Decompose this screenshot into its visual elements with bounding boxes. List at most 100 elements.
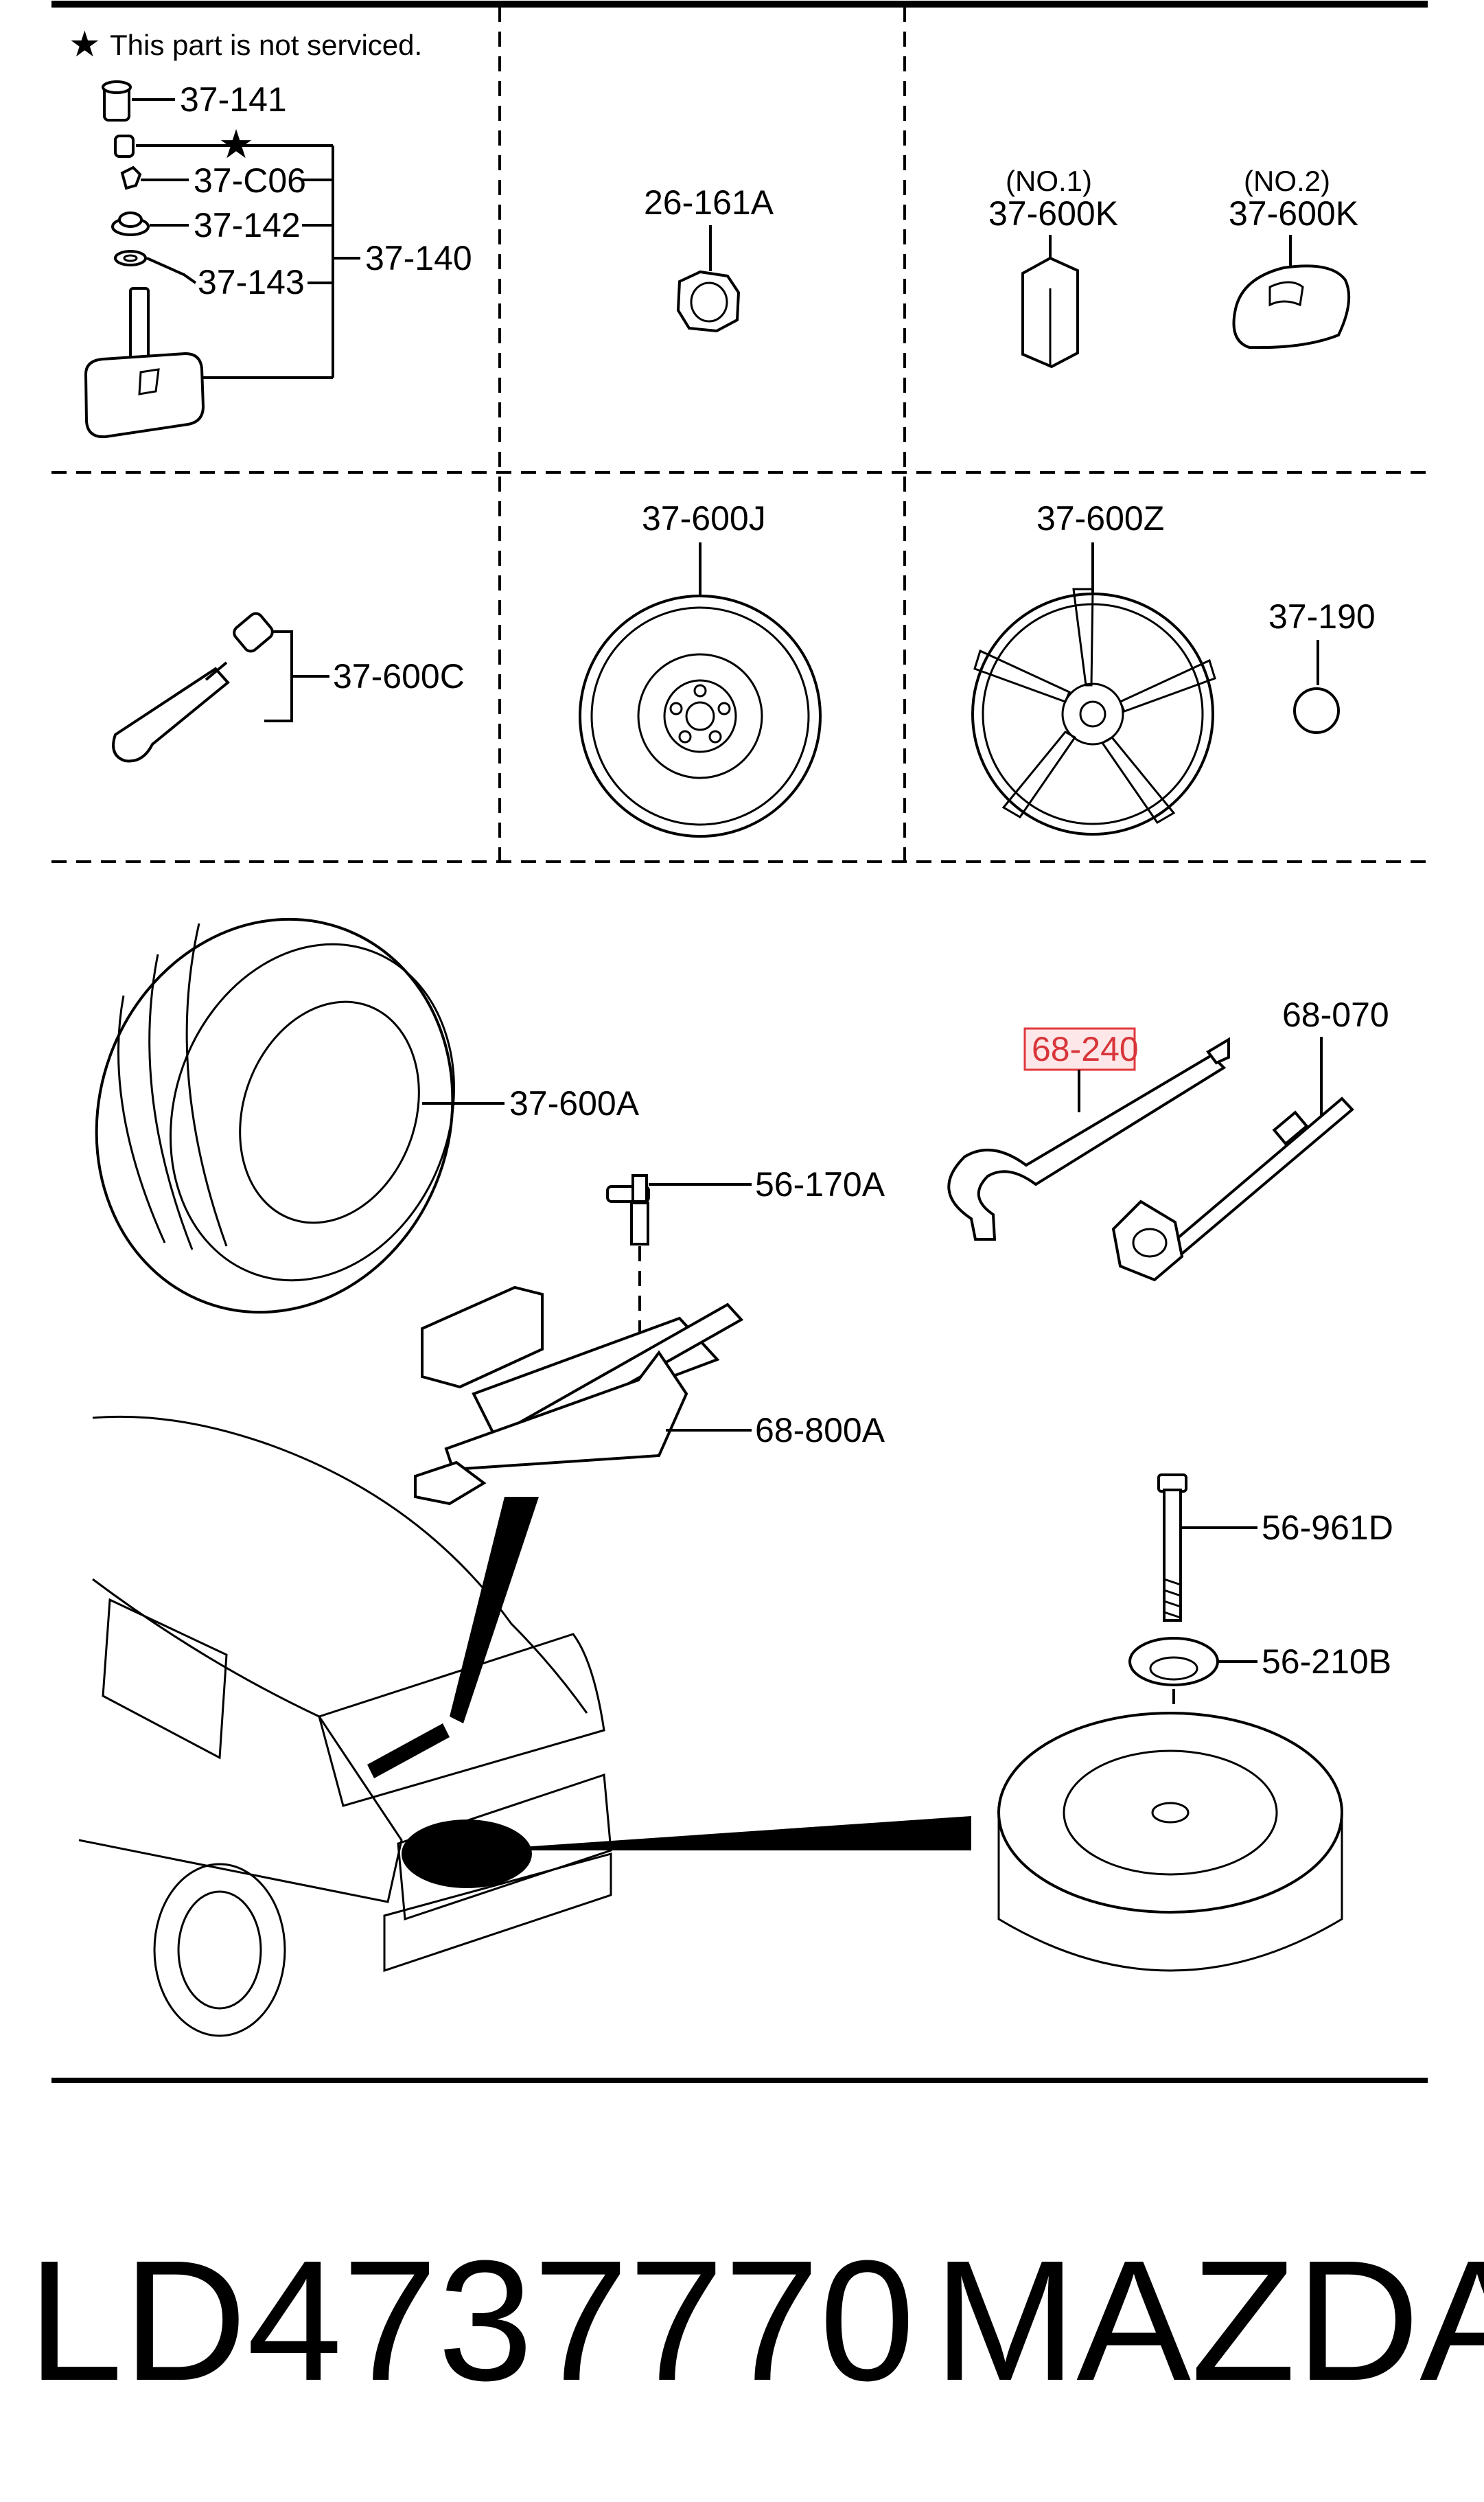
jack-handle-part	[947, 1053, 1227, 1241]
lug-hole-3	[708, 730, 722, 744]
vehicle-rear-wheel-inner	[177, 1890, 262, 2010]
label-37-c06: 37-C06	[194, 161, 306, 200]
valve-cap-top	[102, 80, 132, 94]
vehicle-outline	[78, 1415, 971, 2037]
tire-group: 37-600A	[95, 917, 640, 1314]
jack-bolt-group: 56-170A	[606, 1165, 885, 1449]
lug-hole-4	[678, 730, 692, 744]
label-56-210b: 56-210B	[1262, 1642, 1391, 1681]
alloy-wheel-cell: 37-600Z 37-190	[971, 499, 1376, 836]
spoke-1	[1072, 588, 1094, 687]
tire-tread-1	[117, 995, 166, 1243]
tire-part	[95, 917, 454, 1314]
tpms-sensor-stem	[129, 287, 150, 362]
vehicle-rear-wheel	[153, 1863, 286, 2037]
tire-valve-part	[112, 667, 230, 763]
label-56-170a: 56-170A	[755, 1165, 885, 1204]
part-number-text: LD4737770	[27, 2225, 915, 2416]
spoke-2	[1119, 658, 1216, 713]
spare-well-icon	[402, 1820, 532, 1888]
label-37-600z: 37-600Z	[1036, 499, 1164, 538]
jack-top-saddle	[421, 1285, 544, 1389]
leader-37-143	[146, 257, 197, 284]
star-icon: ★	[69, 25, 101, 65]
jack-location-pointer	[450, 1497, 539, 1723]
label-68-240: 68-240	[1032, 1030, 1139, 1068]
lug-hole-2	[717, 702, 731, 715]
tire-valve-stem	[205, 661, 228, 681]
compressor-part	[1232, 264, 1351, 349]
thread-1	[1163, 1578, 1181, 1586]
tpms-sensor-group: ★ This part is not serviced. 37-141 ★ 37…	[69, 25, 472, 439]
hold-down-bolt-group: 56-961D	[1157, 1473, 1393, 1622]
label-37-143: 37-143	[198, 263, 305, 301]
vehicle-bumper	[383, 1852, 612, 1973]
steel-wheel-part	[579, 595, 822, 838]
spare-tire-top	[997, 1712, 1343, 1914]
label-68-240-highlight	[1023, 1027, 1136, 1071]
label-37-140: 37-140	[365, 239, 472, 277]
steel-wheel-inner	[637, 653, 763, 779]
valve-nut-top	[118, 211, 143, 228]
label-68-800a: 68-800A	[755, 1411, 885, 1449]
spoke-3	[1100, 736, 1176, 824]
spoke-4	[1001, 731, 1077, 818]
not-serviced-note: This part is not serviced.	[110, 29, 422, 61]
spare-tire-inner	[1063, 1749, 1278, 1876]
thread-2	[1163, 1589, 1181, 1597]
lug-wrench-socket-hole	[1132, 1228, 1168, 1258]
hold-down-washer-part	[1128, 1637, 1219, 1686]
label-37-600k-1: 37-600K	[988, 194, 1118, 233]
alloy-wheel-spokes	[973, 588, 1216, 824]
lug-wrench-socket	[1111, 1200, 1184, 1282]
center-cap-part	[1293, 687, 1340, 734]
label-37-600j: 37-600J	[642, 499, 766, 538]
valve-washer-part	[114, 250, 147, 266]
lug-hole-5	[669, 702, 683, 715]
label-56-961d: 56-961D	[1262, 1508, 1393, 1547]
steel-wheel-center	[685, 701, 715, 731]
wheel-nut-face	[690, 282, 728, 323]
spare-location-pointer	[522, 1816, 971, 1850]
thread-4	[1163, 1611, 1181, 1619]
label-26-161a: 26-161A	[644, 183, 774, 222]
vehicle-side-window	[102, 1598, 228, 1760]
bracket-37-600c	[264, 630, 293, 722]
wheel-nut-part	[676, 270, 741, 333]
tire-rim-opening	[239, 1000, 420, 1224]
footer: LD4737770 MAZDA	[27, 2225, 1484, 2417]
valve-cap-600c	[233, 612, 274, 653]
vehicle-side	[78, 1578, 403, 1903]
hold-down-bolt-part	[1163, 1489, 1182, 1622]
lug-wrench-group: 68-070	[1111, 996, 1389, 1282]
tpms-sensor-body	[84, 352, 205, 439]
label-37-600k-2: 37-600K	[1229, 194, 1358, 233]
jack-stowed-icon	[367, 1723, 450, 1778]
spare-tire-side	[997, 1813, 1343, 1972]
jack-bolt-thread	[630, 1202, 649, 1246]
alloy-wheel-hub	[1061, 682, 1124, 746]
label-37-141: 37-141	[180, 80, 287, 119]
valve-insert-part	[120, 165, 142, 190]
label-37-600c: 37-600C	[333, 657, 465, 696]
jack-handle-group: 68-240	[947, 1027, 1230, 1241]
label-no1: (NO.1)	[1006, 165, 1092, 197]
vehicle-roof	[92, 1415, 588, 1714]
label-37-600a: 37-600A	[509, 1084, 640, 1123]
lug-wrench-part	[1162, 1097, 1354, 1263]
tpms-sensor-face	[138, 368, 160, 395]
lug-wrench-grip	[1272, 1110, 1309, 1146]
compressor-strap	[1268, 281, 1304, 307]
valve-cell: 37-600C	[112, 612, 465, 763]
hold-down-washer-inner	[1149, 1656, 1198, 1681]
tire-tread-3	[185, 923, 228, 1247]
steel-wheel-cell: 37-600J	[579, 499, 822, 838]
spare-tire-well	[997, 1712, 1343, 1972]
scissor-jack-group: 68-800A	[414, 1285, 885, 1506]
vehicle-rear-window	[318, 1633, 605, 1807]
spoke-5	[973, 649, 1071, 703]
jack-handle-tip	[1206, 1037, 1230, 1065]
jack-base	[414, 1460, 487, 1506]
steel-wheel-rim	[590, 606, 810, 826]
